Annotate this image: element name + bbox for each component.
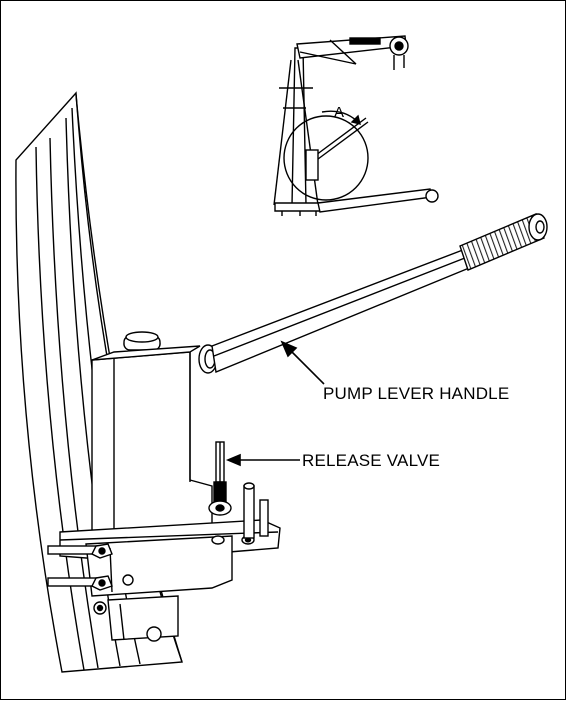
pump-lever-handle[interactable] xyxy=(198,213,548,374)
mounting-base xyxy=(47,482,281,642)
pump-lever-arrow xyxy=(287,347,325,385)
callout-arrows xyxy=(225,340,325,467)
pump-lever-handle-label: PUMP LEVER HANDLE xyxy=(323,384,510,403)
release-valve[interactable] xyxy=(208,441,232,516)
detail-a-label: A xyxy=(334,104,345,121)
release-valve-label: RELEASE VALVE xyxy=(302,451,441,470)
crane-overview-inset xyxy=(273,35,439,216)
pump-body xyxy=(91,331,213,547)
